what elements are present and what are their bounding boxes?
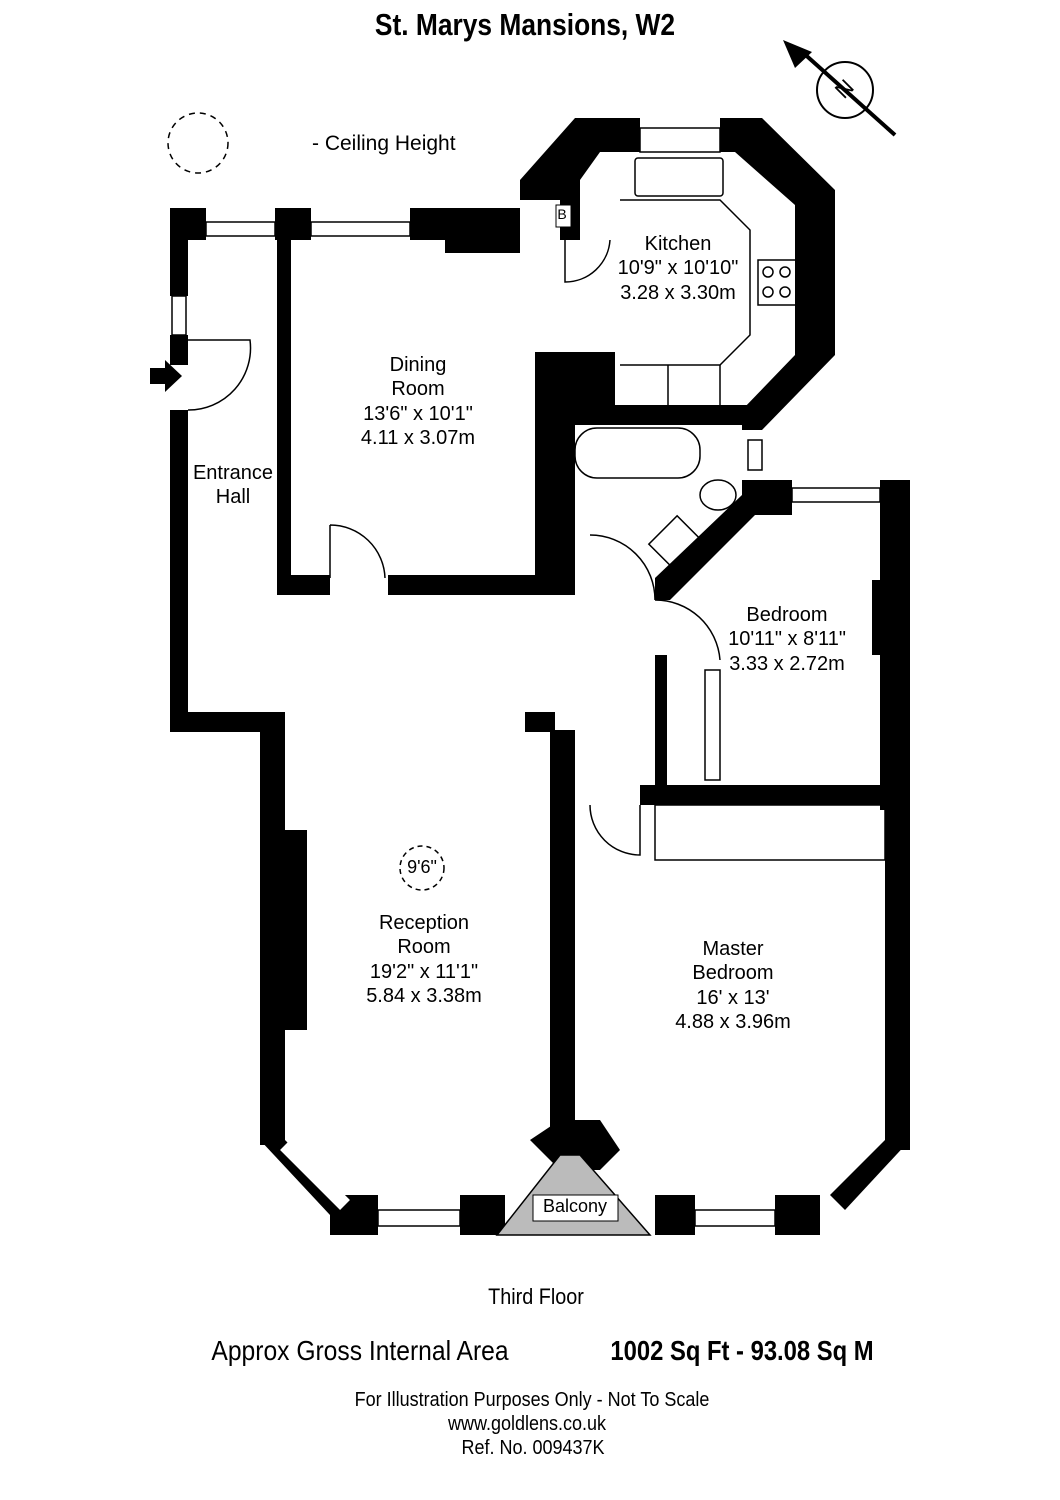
balcony-label-box (532, 1194, 619, 1222)
wardrobe (654, 804, 886, 861)
room-size-imperial: 19'2" x 11'1" (369, 960, 479, 983)
bedroom-label: Bedroom 10'11" x 8'11" 3.33 x 2.72m (728, 603, 846, 676)
fixtures (167, 112, 886, 891)
reference-number: Ref. No. 009437K (461, 1437, 605, 1459)
walls (170, 118, 910, 1235)
room-size-metric: 3.28 x 3.30m (620, 281, 736, 304)
legend-label: - Ceiling Height (312, 132, 456, 155)
windows (171, 127, 881, 1227)
floor-label: Third Floor (488, 1284, 584, 1309)
dining-room-label: Dining Room 13'6" x 10'1" 4.11 x 3.07m (361, 353, 475, 451)
room-name: Entrance (192, 462, 274, 484)
balcony-label: Balcony (542, 1196, 608, 1216)
compass-icon (783, 40, 897, 137)
website: www.goldlens.co.uk (447, 1413, 607, 1435)
room-name: Hall (215, 486, 251, 509)
room-size-metric: 5.84 x 3.38m (366, 985, 482, 1008)
disclaimer: For Illustration Purposes Only - Not To … (354, 1389, 710, 1411)
cupboard (704, 669, 721, 781)
ceiling-height-marker (399, 845, 445, 891)
reception-room-label: Reception Room 19'2" x 11'1" 5.84 x 3.38… (366, 911, 482, 1009)
kitchen-sink (634, 157, 724, 197)
boiler-box (555, 204, 572, 228)
room-size-imperial: 10'9" x 10'10" (617, 257, 739, 280)
room-name: Reception (378, 912, 470, 934)
ceiling-height-legend-icon (167, 112, 229, 174)
room-size-imperial: 10'11" x 8'11" (728, 628, 846, 651)
room-name: Room (391, 378, 445, 401)
room-size-imperial: 13'6" x 10'1" (363, 402, 473, 425)
hob (757, 259, 797, 306)
entrance-hall-label: Entrance Hall (193, 461, 273, 510)
page-title: St. Marys Mansions, W2 (374, 7, 676, 42)
room-name: Dining (389, 354, 447, 376)
kitchen-label: Kitchen 10'9" x 10'10" 3.28 x 3.30m (618, 232, 739, 305)
boiler-label: B (557, 206, 567, 222)
master-bedroom-label: Master Bedroom 16' x 13' 4.88 x 3.96m (675, 937, 791, 1035)
room-size-imperial: 16' x 13' (696, 986, 770, 1009)
room-name: Kitchen (644, 233, 712, 255)
room-name: Room (397, 936, 451, 959)
room-name: Master (702, 938, 764, 960)
room-size-metric: 4.11 x 3.07m (360, 427, 476, 450)
room-name: Bedroom (746, 604, 828, 626)
basin (647, 514, 703, 570)
toilet (699, 479, 737, 511)
bathtub (574, 427, 701, 479)
area-value: 1002 Sq Ft - 93.08 Sq M (610, 1335, 874, 1366)
entrance-arrow-icon (150, 360, 182, 392)
room-size-metric: 3.33 x 2.72m (729, 652, 845, 675)
room-name: Bedroom (692, 962, 774, 985)
ceiling-height-value: 9'6" (407, 857, 437, 877)
area-label: Approx Gross Internal Area (211, 1335, 509, 1366)
room-size-metric: 4.88 x 3.96m (675, 1011, 791, 1034)
doors (187, 238, 721, 856)
